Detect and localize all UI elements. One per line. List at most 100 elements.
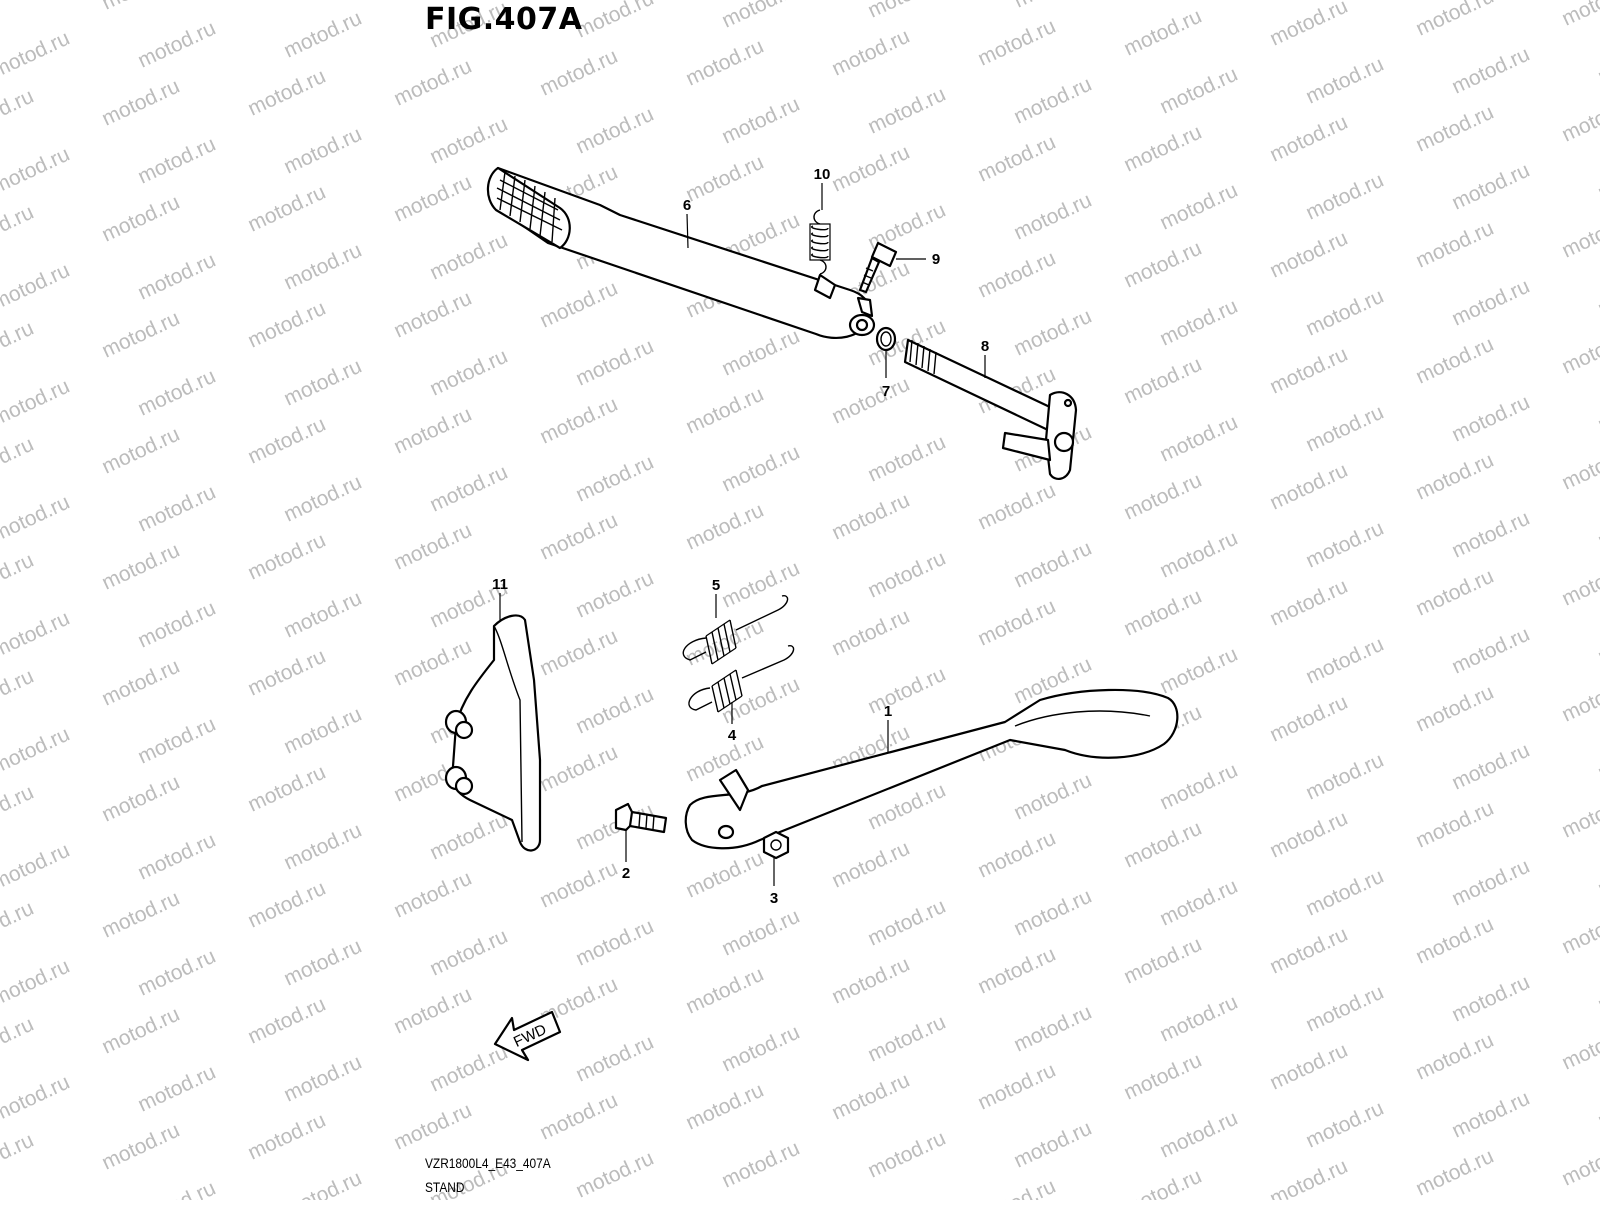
watermark-text: motod.ru	[718, 1137, 803, 1193]
watermark-text: motod.ru	[1010, 305, 1095, 361]
watermark-text: motod.ru	[1594, 729, 1600, 785]
watermark-text: motod.ru	[280, 819, 365, 875]
watermark-text: motod.ru	[0, 839, 73, 895]
watermark-text: motod.ru	[1412, 1029, 1497, 1085]
watermark-text: motod.ru	[1558, 671, 1600, 727]
watermark-text: motod.ru	[572, 103, 657, 159]
watermark-text: motod.ru	[1412, 797, 1497, 853]
watermark-text: motod.ru	[98, 1003, 183, 1059]
watermark-text: motod.ru	[134, 1177, 219, 1200]
watermark-text: motod.ru	[718, 93, 803, 149]
callout-2: 2	[622, 865, 630, 882]
watermark-text: motod.ru	[0, 665, 37, 721]
watermark-text: motod.ru	[244, 993, 329, 1049]
watermark-text: motod.ru	[1558, 1019, 1600, 1075]
watermark-text: motod.ru	[134, 17, 219, 73]
bracket-part-11[interactable]	[444, 614, 542, 852]
bolt-part-2[interactable]	[614, 802, 668, 834]
watermark-text: motod.ru	[1156, 643, 1241, 699]
watermark-text: motod.ru	[98, 1119, 183, 1175]
watermark-text: motod.ru	[0, 897, 37, 953]
watermark-text: motod.ru	[1412, 0, 1497, 41]
watermark-text: motod.ru	[1448, 159, 1533, 215]
watermark-text: motod.ru	[1412, 449, 1497, 505]
watermark-text: motod.ru	[1412, 217, 1497, 273]
watermark-text: motod.ru	[1266, 459, 1351, 515]
watermark-text: motod.ru	[426, 229, 511, 285]
watermark-text: motod.ru	[1594, 381, 1600, 437]
watermark-text: motod.ru	[974, 943, 1059, 999]
watermark-text: motod.ru	[572, 335, 657, 391]
watermark-text: motod.ru	[974, 15, 1059, 71]
watermark-text: motod.ru	[1558, 787, 1600, 843]
watermark-text: motod.ru	[0, 375, 73, 431]
watermark-text: motod.ru	[98, 307, 183, 363]
watermark-text: motod.ru	[1156, 875, 1241, 931]
watermark-text: motod.ru	[0, 607, 73, 663]
callout-8: 8	[981, 338, 989, 355]
watermark-text: motod.ru	[536, 625, 621, 681]
watermark-text: motod.ru	[1156, 991, 1241, 1047]
watermark-text: motod.ru	[864, 1011, 949, 1067]
watermark-text: motod.ru	[1302, 981, 1387, 1037]
watermark-text: motod.ru	[1594, 149, 1600, 205]
watermark-text: motod.ru	[98, 655, 183, 711]
watermark-text: motod.ru	[98, 191, 183, 247]
watermark-text: motod.ru	[390, 403, 475, 459]
watermark-text: motod.ru	[1594, 497, 1600, 553]
spring-part-10[interactable]	[809, 209, 831, 275]
watermark-text: motod.ru	[682, 383, 767, 439]
bolt-part-9[interactable]	[858, 241, 898, 294]
shaft-part-8[interactable]	[903, 338, 1078, 480]
watermark-text: motod.ru	[1120, 817, 1205, 873]
watermark-text: motod.ru	[572, 683, 657, 739]
watermark-text: motod.ru	[1156, 411, 1241, 467]
watermark-text: motod.ru	[134, 597, 219, 653]
watermark-text: motod.ru	[390, 519, 475, 575]
watermark-text: motod.ru	[1302, 749, 1387, 805]
watermark-text: motod.ru	[1010, 885, 1095, 941]
watermark-text: motod.ru	[280, 7, 365, 63]
watermark-text: motod.ru	[1558, 439, 1600, 495]
watermark-text: motod.ru	[280, 355, 365, 411]
watermark-text: motod.ru	[718, 905, 803, 961]
o-ring-part-7[interactable]	[875, 326, 897, 352]
watermark-text: motod.ru	[1156, 759, 1241, 815]
watermark-text: motod.ru	[1448, 739, 1533, 795]
spring-part-4[interactable]	[688, 645, 795, 713]
watermark-text: motod.ru	[0, 781, 37, 837]
watermark-text: motod.ru	[134, 249, 219, 305]
watermark-text: motod.ru	[536, 393, 621, 449]
watermark-text: motod.ru	[1594, 613, 1600, 669]
watermark-text: motod.ru	[0, 1071, 73, 1127]
watermark-text: motod.ru	[572, 1147, 657, 1200]
watermark-text: motod.ru	[572, 915, 657, 971]
watermark-text: motod.ru	[1594, 1077, 1600, 1133]
watermark-text: motod.ru	[1302, 401, 1387, 457]
watermark-text: motod.ru	[134, 133, 219, 189]
watermark-text: motod.ru	[390, 867, 475, 923]
watermark-text: motod.ru	[244, 1109, 329, 1165]
nut-part-3[interactable]	[762, 830, 790, 860]
watermark-text: motod.ru	[0, 433, 37, 489]
callout-5: 5	[712, 577, 720, 594]
watermark-text: motod.ru	[134, 365, 219, 421]
watermark-text: motod.ru	[974, 595, 1059, 651]
watermark-text: motod.ru	[828, 837, 913, 893]
watermark-text: motod.ru	[682, 963, 767, 1019]
watermark-text: motod.ru	[1010, 537, 1095, 593]
spring-part-5[interactable]	[682, 595, 789, 665]
watermark-text: motod.ru	[1302, 53, 1387, 109]
watermark-text: motod.ru	[1448, 275, 1533, 331]
leader-lines	[499, 183, 986, 886]
watermark-text: motod.ru	[536, 741, 621, 797]
watermark-text: motod.ru	[1266, 227, 1351, 283]
watermark-text: motod.ru	[828, 1069, 913, 1125]
lever-part-6[interactable]	[486, 166, 876, 340]
watermark-text: motod.ru	[280, 471, 365, 527]
watermark-text: motod.ru	[280, 703, 365, 759]
watermark-text: motod.ru	[1156, 63, 1241, 119]
watermark-text: motod.ru	[1412, 565, 1497, 621]
stand-bar-part-1[interactable]	[684, 688, 1179, 850]
watermark-text: motod.ru	[98, 75, 183, 131]
